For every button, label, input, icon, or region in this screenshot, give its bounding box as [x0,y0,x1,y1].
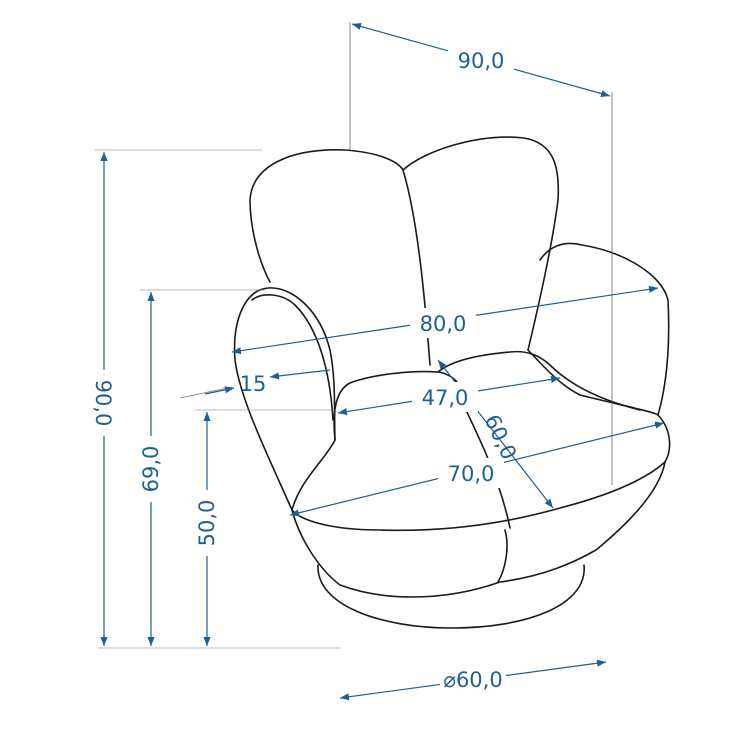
right-arm [527,349,671,463]
label-total-width: 90,0 [458,49,505,73]
bottom-seam [497,529,508,583]
left-arm-inner [251,294,334,421]
back-petal-center [402,136,560,351]
dimension-labels: 90,0 80,0 15 47,0 60,0 70,0 ⌀60,0 90,0 6… [91,49,521,692]
label-seat-inner-width: 80,0 [420,312,467,336]
back-petal-right [539,242,670,416]
dim-line-armrest [269,369,331,380]
label-seat-height: 50,0 [195,500,219,547]
chair-bottom [291,461,666,598]
label-depth: 70,0 [448,462,495,486]
label-armrest-width: 15 [240,372,267,396]
dimension-lines [95,22,665,701]
label-base-diameter: ⌀60,0 [443,668,502,692]
label-seat-width: 47,0 [422,386,469,410]
label-masks [88,45,514,694]
back-petal-left [249,149,431,366]
label-total-height: 90,0 [91,380,115,427]
swivel-base [317,564,585,629]
seat-cushion-right [437,350,641,411]
left-arm [233,287,336,511]
dim-line-armrest-left [204,386,235,395]
extension-line [179,386,233,399]
label-arm-height: 69,0 [139,446,163,493]
